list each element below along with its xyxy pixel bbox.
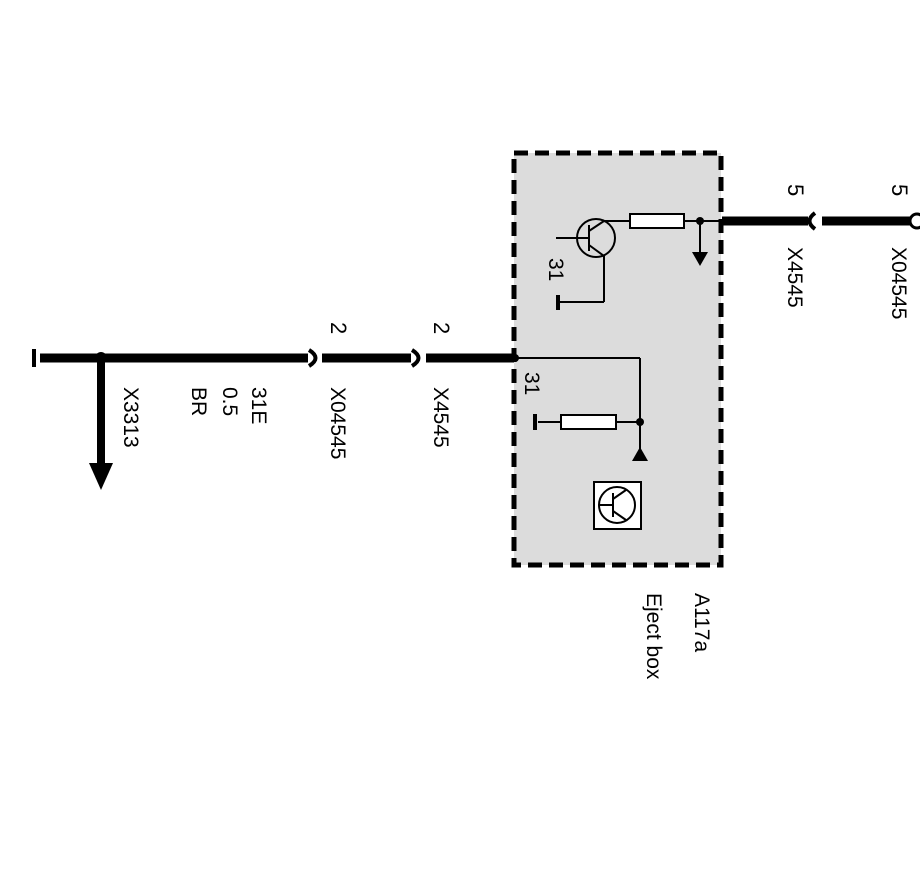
ground-31-lower-label: 31 — [520, 372, 543, 395]
connector-left-a-id: X04545 — [326, 387, 349, 459]
transistor-box-lead-3 — [612, 510, 627, 521]
connector-left-b-pin: 2 — [429, 322, 454, 334]
connector-x04545-pin5-symbol[interactable] — [908, 212, 920, 230]
wire-terminal-label: 31E — [247, 387, 270, 424]
connector-right-a-id: X4545 — [783, 247, 806, 308]
connector-left-b-id: X4545 — [429, 387, 452, 448]
wire-gauge-label: 0.5 — [218, 387, 241, 416]
internal-arrow-up-icon — [632, 447, 648, 461]
component-id-label: A117a — [690, 593, 713, 652]
transistor-upper-collector — [588, 220, 605, 232]
connector-x4545-pin2-symbol[interactable] — [410, 348, 421, 368]
connector-right-a-pin: 5 — [783, 184, 808, 196]
connector-left-a-pin: 2 — [326, 322, 351, 334]
component-name-label: Eject box — [642, 593, 665, 680]
splice-label: X3313 — [119, 387, 142, 448]
connector-x4545-pin5-symbol[interactable] — [807, 211, 817, 231]
transistor-box-lead-2 — [612, 489, 627, 500]
splice-arrow-icon — [89, 463, 113, 490]
resistor-upper — [629, 213, 685, 229]
upper-arrow-down-icon — [692, 252, 708, 266]
connector-right-b-id: X04545 — [887, 247, 910, 319]
connector-x04545-pin2-symbol[interactable] — [307, 348, 318, 368]
wire-color-label: BR — [187, 387, 210, 416]
transistor-upper-emitter — [588, 244, 605, 257]
ground-31-upper-label: 31 — [544, 258, 567, 281]
resistor-lower — [560, 414, 617, 430]
connector-right-b-pin: 5 — [887, 184, 912, 196]
